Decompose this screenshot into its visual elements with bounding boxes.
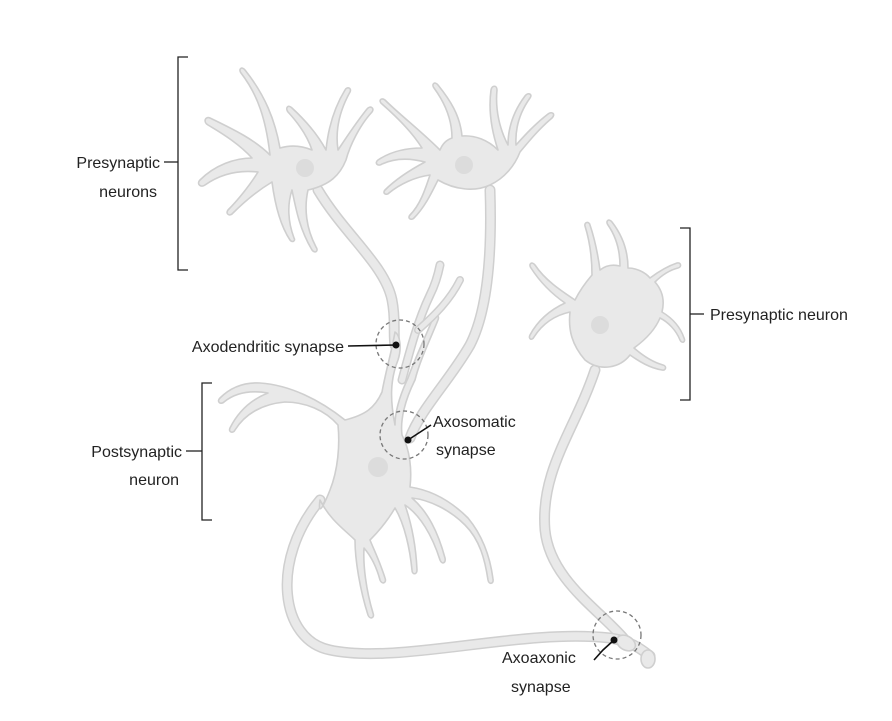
axodendritic-leader — [348, 345, 396, 346]
label-postsynaptic-neuron-line1: Postsynaptic — [91, 444, 182, 461]
axoaxonic-leader — [594, 640, 614, 660]
label-axoaxonic-line1: Axoaxonic — [502, 650, 576, 667]
postsynaptic-neuron-bracket — [202, 383, 212, 520]
label-presynaptic-neurons-line1: Presynaptic — [76, 155, 160, 172]
axoaxonic-dot — [611, 637, 618, 644]
label-axoaxonic-line2: synapse — [511, 679, 571, 696]
presynaptic-neuron-3 — [529, 220, 684, 370]
label-axosomatic-line2: synapse — [436, 442, 496, 459]
label-presynaptic-neuron: Presynaptic neuron — [710, 307, 848, 324]
label-presynaptic-neurons-line2: neurons — [99, 184, 157, 201]
label-axodendritic-synapse: Axodendritic synapse — [192, 339, 344, 356]
presynaptic-neuron-2 — [376, 83, 553, 219]
axodendritic-dot — [393, 342, 400, 349]
label-axosomatic-line1: Axosomatic — [433, 414, 516, 431]
presynaptic-neurons-bracket — [178, 57, 188, 270]
axosomatic-dot — [405, 437, 412, 444]
presynaptic-neuron-bracket — [680, 228, 690, 400]
label-postsynaptic-neuron-line2: neuron — [129, 472, 179, 489]
